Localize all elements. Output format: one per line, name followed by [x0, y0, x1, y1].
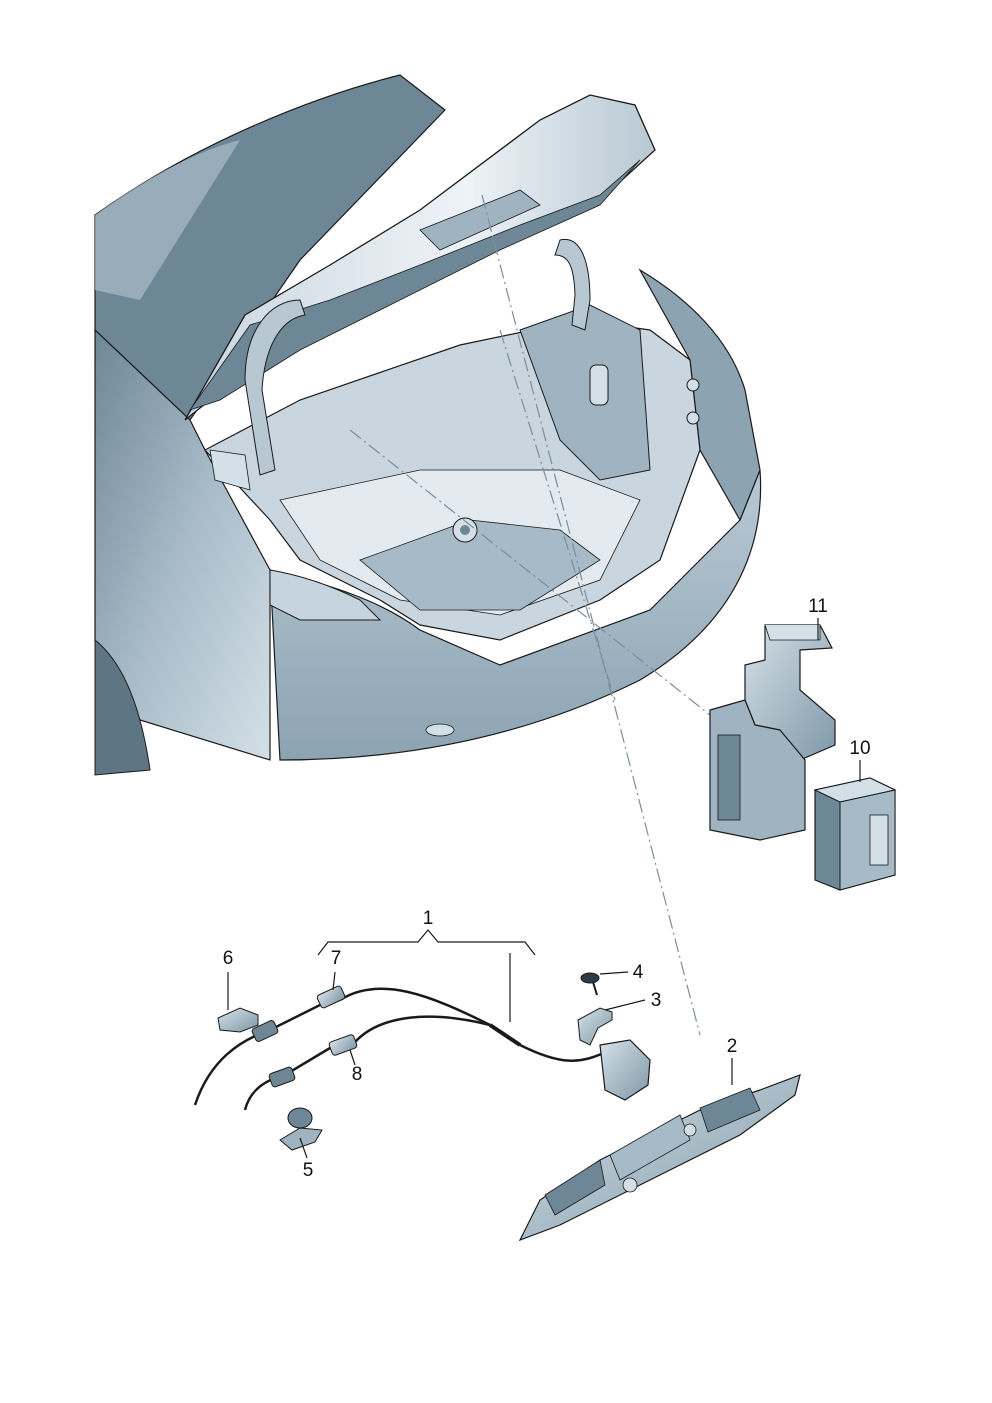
connector-6-plug: [251, 1020, 279, 1042]
leader-to-part-10: [499, 329, 616, 701]
wheel-arch: [94, 638, 151, 776]
callout-7: 7: [331, 948, 342, 969]
trunk-hinge-right: [554, 238, 591, 331]
leader-to-part-2: [481, 194, 701, 1036]
tail-light-left: [269, 569, 382, 621]
callout-10: 10: [849, 738, 870, 759]
leader-to-part-11: [349, 429, 711, 716]
part-4-screw: [580, 972, 600, 996]
leader-lines: [349, 194, 711, 1036]
camera-module: [599, 1039, 651, 1101]
callout-6: 6: [223, 948, 234, 969]
part-3-holder: [577, 1007, 613, 1046]
right-fender: [638, 268, 761, 522]
callout-3: 3: [651, 990, 662, 1011]
callout-11: 11: [808, 596, 828, 617]
callout-8: 8: [352, 1064, 363, 1085]
callout-labels: 1 2 3 4 5 6 7 8 10 11: [223, 596, 871, 1181]
callout-5: 5: [303, 1160, 314, 1181]
connectors: [251, 985, 651, 1101]
trunk-side-wall: [519, 304, 651, 481]
callout-1: 1: [423, 908, 434, 929]
part-10-control-unit: [813, 777, 897, 891]
callout-leaders: [227, 618, 861, 1159]
bracket-part-1: [317, 929, 536, 956]
trunk-lid-inner: [188, 159, 641, 411]
part-2-handle-strip: [518, 1074, 801, 1242]
rear-bumper: [269, 469, 762, 761]
part-6-clip: [217, 1007, 259, 1033]
part-11-bracket: [709, 624, 836, 841]
part-5-grommet: [279, 1107, 323, 1151]
callout-4: 4: [633, 962, 644, 983]
car-rear-illustration: [94, 74, 762, 776]
trunk-hinge-left: [244, 299, 306, 476]
part-1-wiring-harness: [193, 987, 611, 1111]
connector-plug-lower: [268, 1066, 296, 1088]
connector-8: [328, 1034, 358, 1056]
connector-7: [316, 985, 346, 1009]
callout-2: 2: [727, 1036, 738, 1057]
